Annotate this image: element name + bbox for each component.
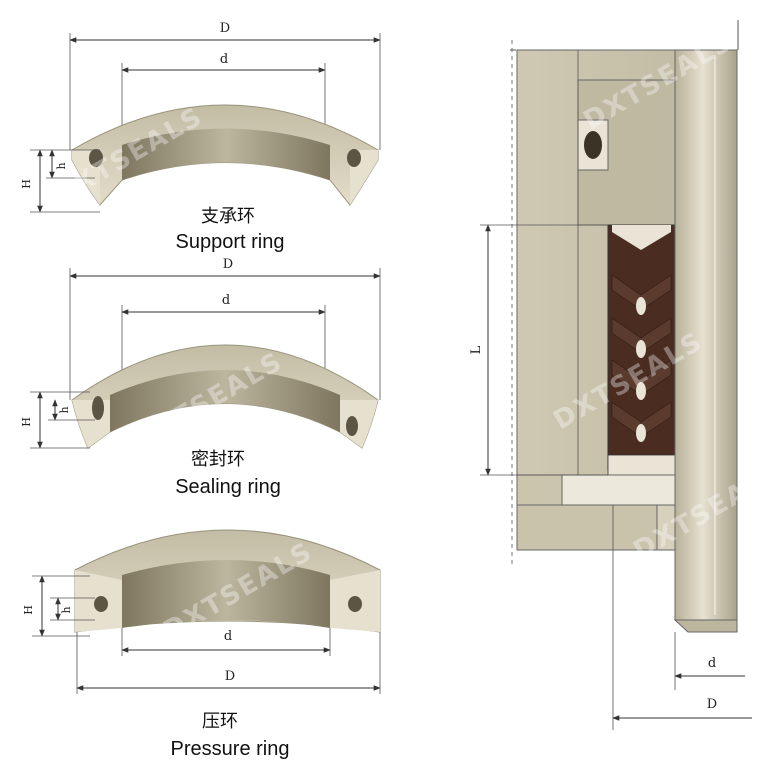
sealing-ring-dim-D: D (223, 257, 233, 272)
pressure-ring-dim-h: h (60, 606, 73, 613)
piston-rod (674, 49, 738, 621)
pressure-ring-dim-D: D (225, 669, 235, 684)
assembly-section: L d D (469, 20, 752, 730)
support-ring-caption-en: Support ring (176, 231, 285, 253)
pressure-ring-dim-H: H (22, 605, 35, 615)
support-ring-dim-d: d (220, 52, 228, 67)
sealing-ring-dim-H: H (20, 417, 33, 427)
sealing-ring-dim-d: d (222, 293, 230, 308)
support-ring-dim-h: h (55, 162, 68, 169)
support-ring-dim-H: H (20, 179, 33, 189)
o-ring (584, 131, 602, 159)
sealing-ring-caption-en: Sealing ring (175, 476, 281, 498)
pressure-ring-figure: d D H h 压环 Pressure ring (22, 529, 381, 760)
pressure-ring-dim-d: d (224, 629, 232, 644)
sealing-ring-dim-h: h (58, 406, 71, 413)
pressure-ring-caption-cn: 压环 (202, 711, 238, 732)
pressure-ring-caption-en: Pressure ring (171, 738, 290, 760)
sealing-ring-caption-cn: 密封环 (191, 449, 245, 470)
sealing-ring-figure: D d H h 密封环 Sealing ring (20, 257, 381, 498)
support-ring-caption-cn: 支承环 (201, 206, 255, 227)
assembly-dim-D: D (707, 697, 717, 712)
support-ring-dim-D: D (220, 21, 230, 36)
assembly-dim-L: L (469, 345, 484, 354)
assembly-dim-d: d (708, 656, 716, 671)
support-ring-figure: D d H h 支承环 Support ring (20, 21, 381, 253)
